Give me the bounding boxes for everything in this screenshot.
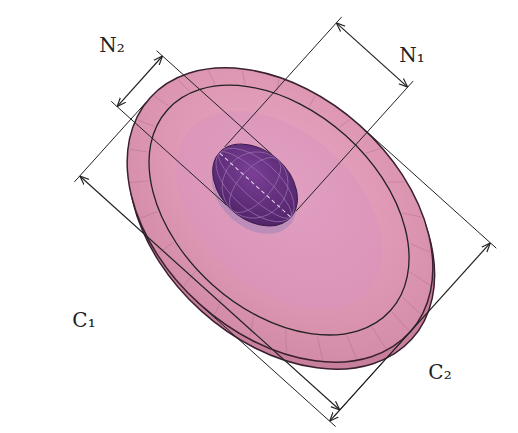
extension-lines [74,17,496,427]
nucleus [197,128,314,243]
dimension-lines [80,23,491,421]
nucleus-grid [197,128,314,243]
dimension-label: C₂ [426,361,453,383]
cell-inner-ring [101,35,458,384]
cell-outline [70,9,491,422]
dimension-label: N₁ [397,44,427,66]
cell-concavity [138,72,421,349]
dimension-label: N₂ [97,34,127,56]
dimension-label: C₁ [70,309,97,331]
rim-ticks [73,12,487,418]
red-cell [67,9,495,429]
nucleus-axis [220,153,291,217]
